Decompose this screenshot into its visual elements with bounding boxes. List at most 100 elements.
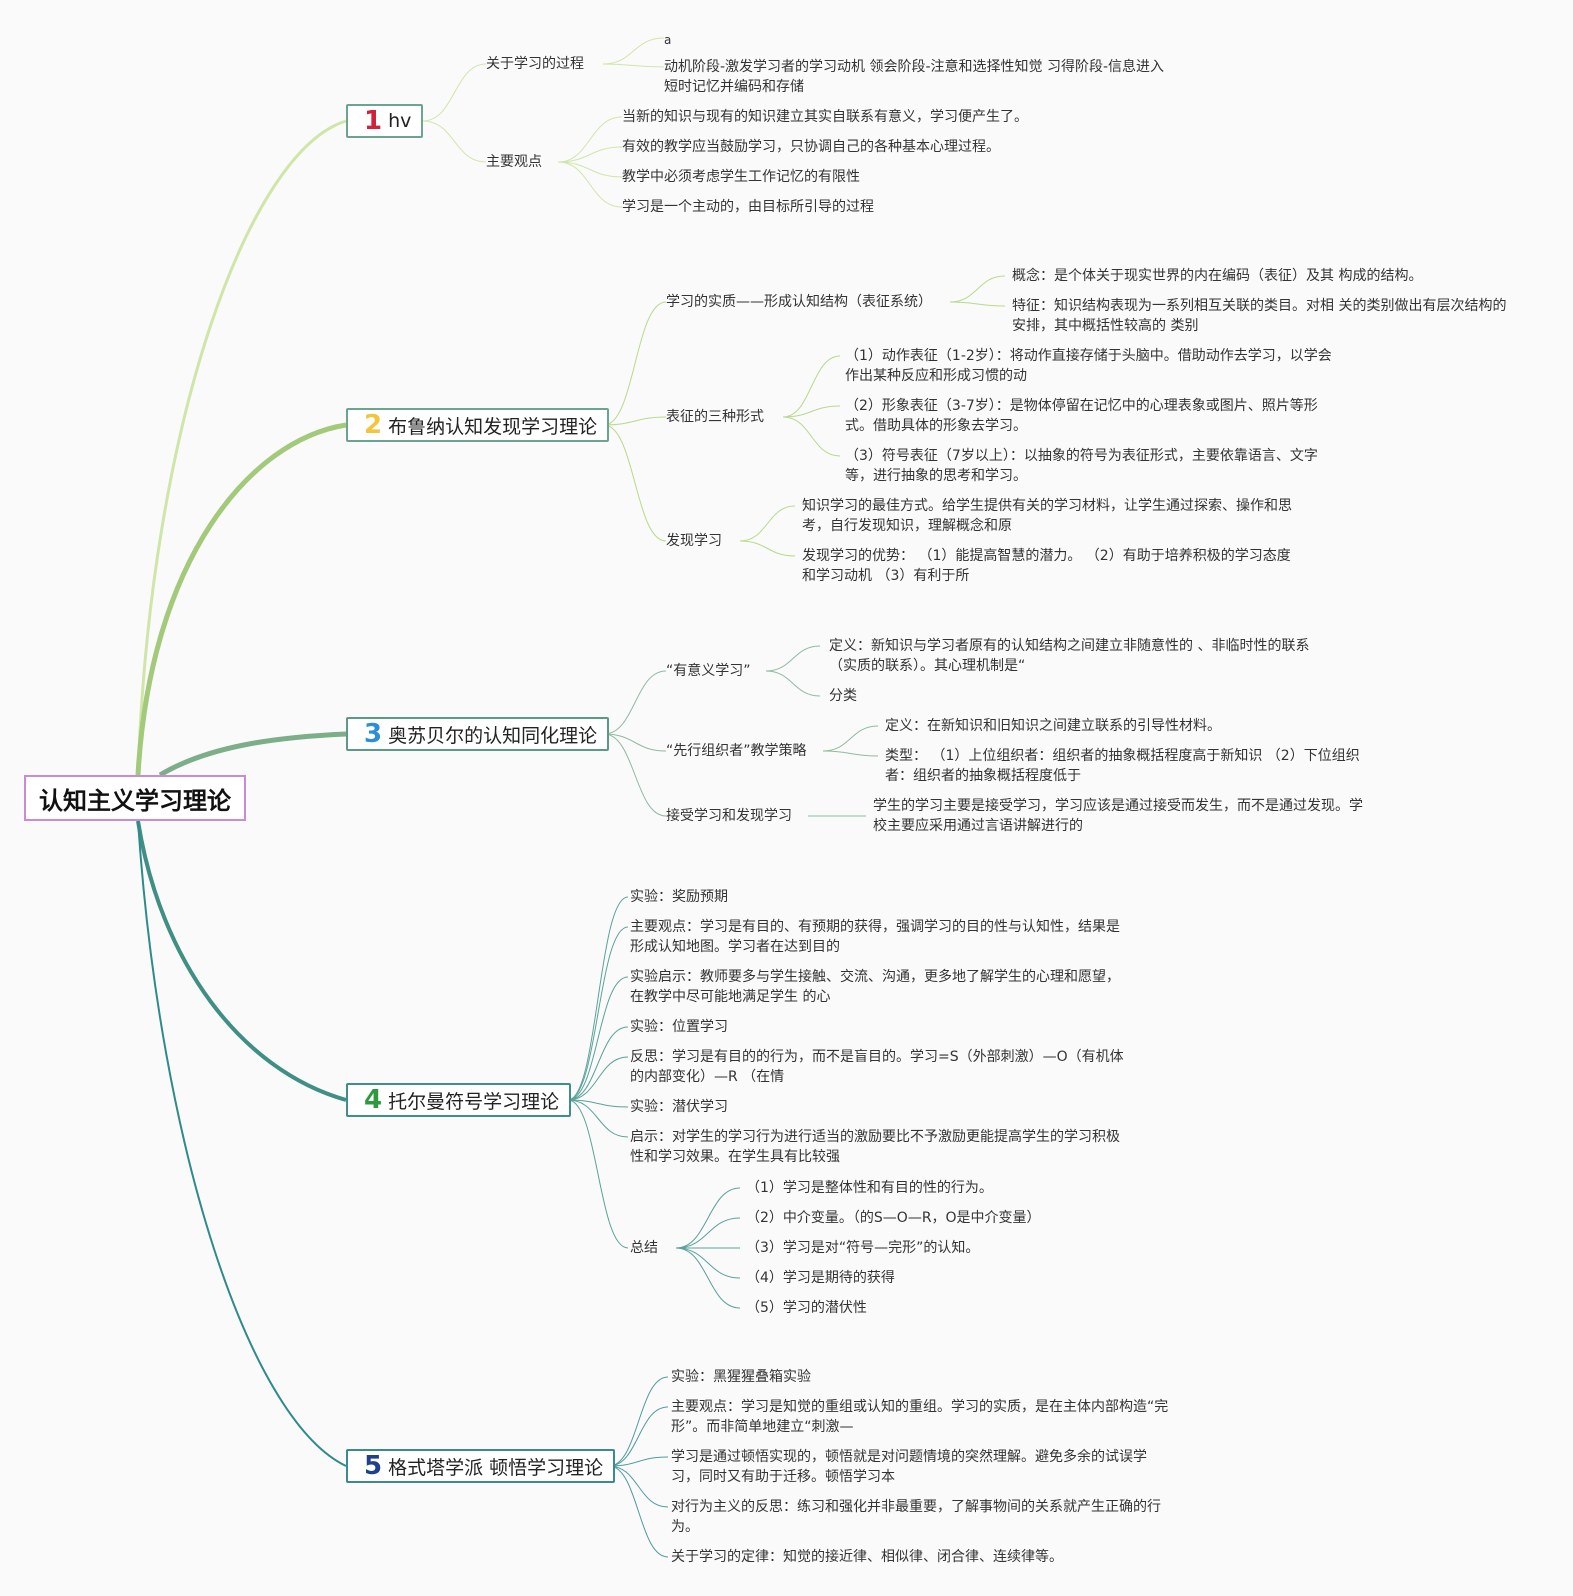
t3-l-o1 xyxy=(822,725,879,752)
t3-l-r xyxy=(603,733,667,817)
topic-2[interactable]: 2 布鲁纳认知发现学习理论 xyxy=(346,408,610,442)
t3-l-o2 xyxy=(822,750,879,757)
t2-essence-concept[interactable]: 概念：是个体关于现实世界的内在编码（表征）及其 构成的结构。 xyxy=(1012,268,1423,284)
t5-l-4 xyxy=(608,1465,669,1558)
branch-line-4 xyxy=(136,820,347,1102)
t3-l-m xyxy=(603,670,667,735)
t1-l-v2 xyxy=(557,161,623,178)
t4-summary-5[interactable]: （5）学习的潜伏性 xyxy=(746,1300,867,1316)
branch-line-3 xyxy=(158,731,347,778)
t5-l-1 xyxy=(608,1406,669,1467)
t5-item-experiment[interactable]: 实验：黑猩猩叠箱实验 xyxy=(671,1369,811,1385)
t5-item-insight[interactable]: 学习是通过顿悟实现的，顿悟就是对问题情境的突然理解。避免多余的试误学习，同时又有… xyxy=(671,1449,1147,1485)
t3-subtopic-meaningful[interactable]: “有意义学习” xyxy=(666,663,751,679)
t2-l-ess xyxy=(603,301,667,426)
t1-process-leaf-a[interactable]: a xyxy=(664,33,672,47)
t4-summary-2[interactable]: （2）中介变量。（的S—O—R，O是中介变量） xyxy=(746,1210,1041,1226)
t1-l-v0 xyxy=(557,116,623,163)
t4-l-3 xyxy=(567,1026,629,1101)
t2-subtopic-forms[interactable]: 表征的三种形式 xyxy=(666,409,764,425)
t2-l-disc xyxy=(603,424,667,542)
t4-l-6 xyxy=(567,1099,629,1138)
t4-item-summary[interactable]: 总结 xyxy=(630,1240,658,1256)
t1-subtopic-viewpoints[interactable]: 主要观点 xyxy=(486,154,542,170)
t2-l-f1 xyxy=(782,405,841,418)
t3-reception-leaf[interactable]: 学生的学习主要是接受学习，学习应该是通过接受而发生，而不是通过发现。学校主要应采… xyxy=(873,798,1363,834)
t2-l-d2 xyxy=(739,540,796,557)
t2-subtopic-discovery[interactable]: 发现学习 xyxy=(666,533,722,549)
t2-discovery-way[interactable]: 知识学习的最佳方式。给学生提供有关的学习材料，让学生通过探索、操作和思考，自行发… xyxy=(802,498,1292,534)
t2-l-d1 xyxy=(739,505,796,542)
t5-item-laws[interactable]: 关于学习的定律：知觉的接近律、相似律、闭合律、连续律等。 xyxy=(671,1549,1063,1565)
t1-viewpoint-2[interactable]: 有效的教学应当鼓励学习，只协调自己的各种基本心理过程。 xyxy=(622,139,1000,155)
t5-item-reflection[interactable]: 对行为主义的反思：练习和强化并非最重要，了解事物间的关系就产生正确的行为。 xyxy=(671,1499,1161,1535)
t3-meaningful-definition[interactable]: 定义：新知识与学习者原有的认知结构之间建立非随意性的 、非临时性的联系（实质的联… xyxy=(829,638,1310,674)
t4-summary-1[interactable]: （1）学习是整体性和有目的性的行为。 xyxy=(746,1180,993,1196)
t4-item-inspiration[interactable]: 实验启示：教师要多与学生接触、交流、沟通，更多地了解学生的心理和愿望，在教学中尽… xyxy=(630,969,1120,1005)
t2-l-e2 xyxy=(949,301,1006,307)
t3-subtopic-reception[interactable]: 接受学习和发现学习 xyxy=(666,808,792,824)
t5-l-2 xyxy=(608,1456,669,1467)
t4-l-s4 xyxy=(675,1247,741,1309)
t3-organizer-definition[interactable]: 定义：在新知识和旧知识之间建立联系的引导性材料。 xyxy=(885,718,1221,734)
topic-5-label: 格式塔学派 顿悟学习理论 xyxy=(388,1456,604,1479)
t5-item-main-view[interactable]: 主要观点：学习是知觉的重组或认知的重组。学习的实质，是在主体内部构造“完形”。而… xyxy=(671,1399,1169,1435)
t4-item-experiment-place[interactable]: 实验：位置学习 xyxy=(630,1019,728,1035)
topic-1-label: hv xyxy=(388,110,412,132)
t4-l-0 xyxy=(567,896,629,1101)
t1-l-b xyxy=(602,63,665,68)
topic-5-number: 5 xyxy=(364,1451,383,1481)
t1-l-a xyxy=(602,37,665,65)
topic-1[interactable]: 1 hv xyxy=(346,104,424,138)
t4-item-experiment-latent[interactable]: 实验：潜伏学习 xyxy=(630,1099,728,1115)
t3-organizer-types[interactable]: 类型： （1）上位组织者：组织者的抽象概括程度高于新知识 （2）下位组织者：组织… xyxy=(885,748,1360,784)
topic-4-label: 托尔曼符号学习理论 xyxy=(388,1090,560,1113)
t4-item-main-view[interactable]: 主要观点：学习是有目的、有预期的获得，强调学习的目的性与认知性，结果是形成认知地… xyxy=(630,919,1120,955)
t1-line-view xyxy=(422,120,487,163)
t3-subtopic-organizer[interactable]: “先行组织者”教学策略 xyxy=(666,743,807,759)
branch-line-1 xyxy=(136,119,347,776)
t2-l-f2 xyxy=(782,416,841,457)
t4-l-5 xyxy=(567,1099,629,1108)
t4-summary-4[interactable]: （4）学习是期待的获得 xyxy=(746,1270,895,1286)
t3-l-o xyxy=(603,733,667,752)
root-topic[interactable]: 认知主义学习理论 xyxy=(24,775,246,821)
topic-5[interactable]: 5 格式塔学派 顿悟学习理论 xyxy=(346,1449,616,1483)
branch-line-2 xyxy=(135,422,347,776)
t4-l-s0 xyxy=(675,1187,741,1249)
t5-l-3 xyxy=(608,1465,669,1508)
t1-subtopic-process[interactable]: 关于学习的过程 xyxy=(486,56,584,72)
t1-viewpoint-4[interactable]: 学习是一个主动的，由目标所引导的过程 xyxy=(622,199,874,215)
topic-3-number: 3 xyxy=(364,719,383,749)
t4-item-experiment-reward[interactable]: 实验：奖励预期 xyxy=(630,889,728,905)
t2-subtopic-essence[interactable]: 学习的实质——形成认知结构（表征系统） xyxy=(666,294,932,310)
t2-form-image[interactable]: （2）形象表征（3-7岁）：是物体停留在记忆中的心理表象或图片、照片等形式。借助… xyxy=(845,398,1318,434)
topic-1-number: 1 xyxy=(364,106,383,136)
t1-l-v3 xyxy=(557,161,623,208)
t4-item-reflection[interactable]: 反思：学习是有目的的行为，而不是盲目的。学习=S（外部刺激）—O（有机体的内部变… xyxy=(630,1049,1124,1085)
t4-item-enlightenment[interactable]: 启示：对学生的学习行为进行适当的激励要比不予激励更能提高学生的学习积极性和学习效… xyxy=(630,1129,1120,1165)
t5-l-0 xyxy=(608,1376,669,1467)
t1-viewpoint-3[interactable]: 教学中必须考虑学生工作记忆的有限性 xyxy=(622,169,860,185)
t3-l-m2 xyxy=(765,670,821,697)
t2-discovery-advantage[interactable]: 发现学习的优势： （1）能提高智慧的潜力。 （2）有助于培养积极的学习态度和学习… xyxy=(802,548,1291,584)
t1-viewpoint-1[interactable]: 当新的知识与现有的知识建立其实自联系有意义，学习便产生了。 xyxy=(622,109,1028,125)
branch-line-5 xyxy=(137,820,347,1467)
t1-l-v1 xyxy=(557,146,623,163)
t2-form-symbol[interactable]: （3）符号表征（7岁以上）：以抽象的符号为表征形式，主要依靠语言、文字等，进行抽… xyxy=(845,448,1318,484)
topic-2-number: 2 xyxy=(364,410,383,440)
t2-form-action[interactable]: （1）动作表征（1-2岁）：将动作直接存储于头脑中。借助动作去学习，以学会作出某… xyxy=(845,348,1332,384)
t4-l-4 xyxy=(567,1056,629,1101)
topic-3[interactable]: 3 奥苏贝尔的认知同化理论 xyxy=(346,717,610,751)
topic-4[interactable]: 4 托尔曼符号学习理论 xyxy=(346,1083,572,1117)
t4-l-2 xyxy=(567,976,629,1101)
t2-essence-feature[interactable]: 特征：知识结构表现为一系列相互关联的类目。对相 关的类别做出有层次结构的安排，其… xyxy=(1012,298,1507,334)
t2-l-e1 xyxy=(949,275,1006,303)
t2-l-forms xyxy=(603,416,667,426)
t3-meaningful-classification[interactable]: 分类 xyxy=(829,688,857,704)
t4-l-7 xyxy=(567,1099,629,1249)
t1-process-leaf-stages[interactable]: 动机阶段-激发学习者的学习动机 领会阶段-注意和选择性知觉 习得阶段-信息进入短… xyxy=(664,59,1165,95)
t4-l-s1 xyxy=(675,1217,741,1249)
t4-summary-3[interactable]: （3）学习是对“符号—完形”的认知。 xyxy=(746,1240,980,1256)
